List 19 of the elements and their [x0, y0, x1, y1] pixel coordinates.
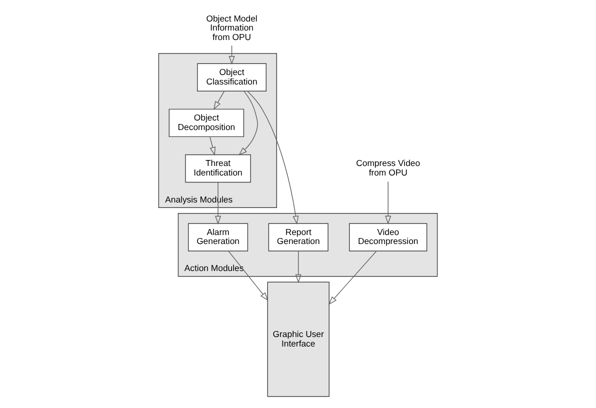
node-box: Alarm Generation	[188, 223, 248, 252]
arrow	[214, 182, 222, 225]
arrow	[247, 91, 299, 225]
node-box: Video Decompression	[349, 223, 428, 252]
node-box: Object Decomposition	[168, 108, 244, 138]
arrow	[228, 250, 268, 301]
arrow	[214, 90, 225, 110]
node-box: Report Generation	[268, 223, 328, 252]
node-box: Graphic User Interface	[267, 282, 330, 397]
arrow	[328, 250, 377, 305]
arrow	[228, 45, 235, 65]
arrow	[295, 250, 302, 284]
arrow	[238, 90, 258, 156]
node-box: Threat Identification	[185, 154, 251, 183]
arrow	[210, 136, 216, 156]
arrow	[385, 181, 392, 224]
node-box: Object Classification	[197, 63, 267, 92]
node-text: Compress Video from OPU	[356, 158, 420, 178]
node-text: Object Model Information from OPU	[206, 13, 258, 42]
